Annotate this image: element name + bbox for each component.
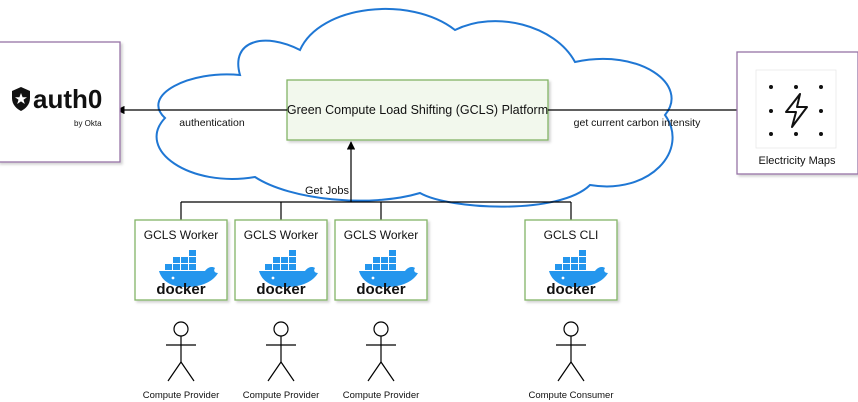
actor-label: Compute Provider (243, 390, 320, 401)
docker-logo-text: docker (356, 281, 405, 298)
auth0-shield-icon (12, 87, 30, 111)
actor-label: Compute Consumer (528, 390, 613, 401)
actor-icon (366, 321, 396, 382)
get-jobs-connector (180, 141, 572, 220)
actor-icon (266, 321, 296, 382)
get-jobs-label: Get Jobs (305, 185, 350, 197)
docker-logo-text: docker (546, 281, 595, 298)
platform-label: Green Compute Load Shifting (GCLS) Platf… (287, 103, 548, 117)
authentication-label: authentication (179, 117, 245, 129)
worker-container-2[interactable]: GCLS Worker docker (234, 219, 328, 301)
container-title: GCLS Worker (344, 228, 418, 242)
platform-box[interactable] (286, 79, 549, 141)
worker-container-1[interactable]: GCLS Worker docker (134, 219, 228, 301)
lightning-bolt-icon (785, 93, 808, 128)
container-title: GCLS Worker (244, 228, 318, 242)
auth0-byline: by Okta (74, 119, 102, 128)
container-title: GCLS CLI (544, 228, 599, 242)
actor-icon (556, 321, 586, 382)
worker-container-3[interactable]: GCLS Worker docker (334, 219, 428, 301)
docker-logo-text: docker (156, 281, 205, 298)
container-title: GCLS Worker (144, 228, 218, 242)
auth0-wordmark: auth0 (33, 84, 102, 114)
actor-label: Compute Provider (143, 390, 220, 401)
cli-container[interactable]: GCLS CLI docker (524, 219, 618, 301)
carbon-intensity-label: get current carbon intensity (574, 117, 701, 129)
electricity-maps-logo (755, 69, 837, 149)
electricity-maps-label: Electricity Maps (758, 155, 836, 167)
actor-icon (166, 321, 196, 382)
actor-label: Compute Provider (343, 390, 420, 401)
docker-logo-text: docker (256, 281, 305, 298)
